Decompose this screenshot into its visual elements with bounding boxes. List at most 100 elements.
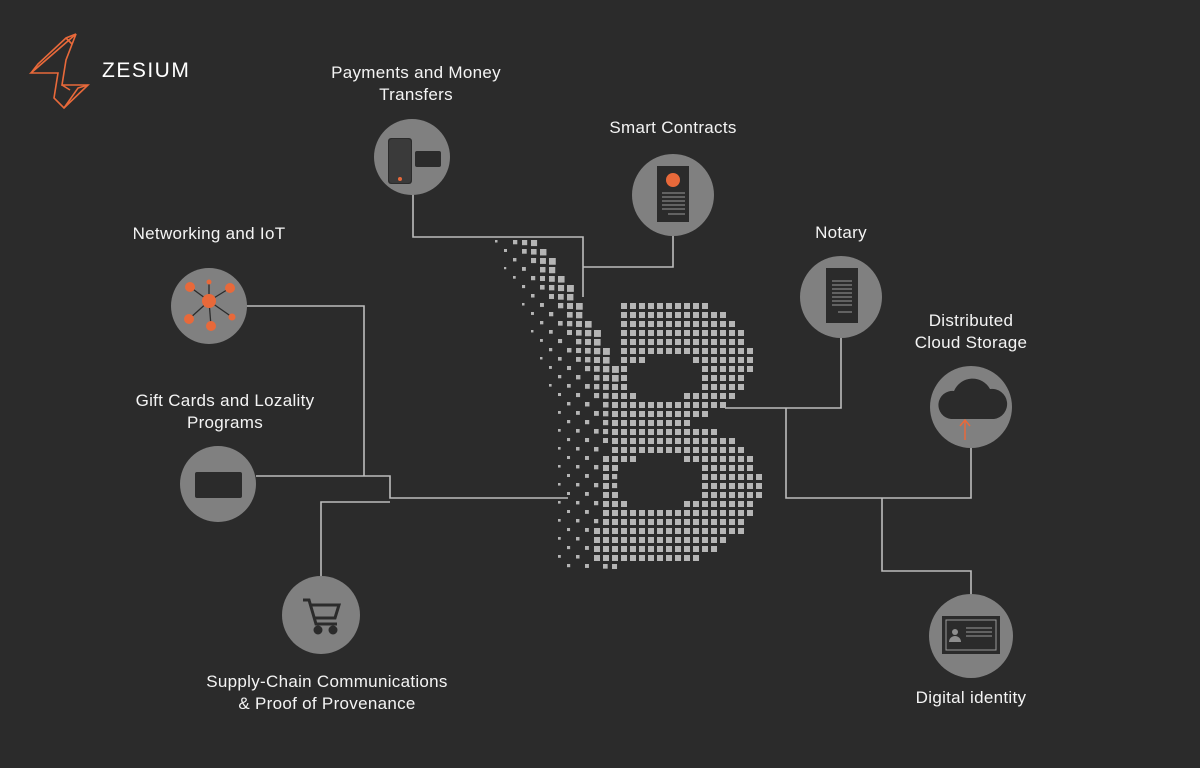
b-dot <box>585 564 589 568</box>
b-dot <box>684 411 690 417</box>
b-dot <box>639 555 645 561</box>
b-dot <box>666 303 672 309</box>
b-dot <box>630 348 636 354</box>
b-dot <box>702 375 708 381</box>
b-dot <box>612 474 618 480</box>
id-card-icon <box>942 616 1000 654</box>
b-dot <box>684 402 690 408</box>
shopping-cart-icon <box>303 598 342 635</box>
b-dot <box>522 303 525 306</box>
b-dot <box>657 546 663 552</box>
b-dot <box>648 411 654 417</box>
b-dot <box>549 366 552 369</box>
b-dot <box>648 438 654 444</box>
b-dot <box>630 402 636 408</box>
b-dot <box>657 402 663 408</box>
b-dot <box>549 294 554 299</box>
b-dot <box>720 402 726 408</box>
contract-document-icon <box>657 166 689 222</box>
b-dot <box>567 564 571 568</box>
b-dot <box>576 321 582 327</box>
b-dot <box>612 465 618 471</box>
b-dot <box>612 528 618 534</box>
b-dot <box>558 339 563 344</box>
b-dot <box>558 276 565 283</box>
brand-name: ZESIUM <box>102 59 191 82</box>
b-dot <box>729 474 735 480</box>
b-dot <box>549 267 556 274</box>
b-dot <box>612 564 618 570</box>
b-dot <box>666 411 672 417</box>
b-dot <box>612 447 618 453</box>
b-dot <box>666 528 672 534</box>
b-dot <box>612 429 618 435</box>
b-dot <box>558 321 563 326</box>
b-dot <box>612 375 619 382</box>
b-dot <box>648 348 654 354</box>
b-dot <box>639 312 645 318</box>
b-dot <box>576 447 580 451</box>
b-dot <box>720 357 726 363</box>
b-dot <box>621 519 627 525</box>
b-dot <box>666 348 672 354</box>
b-dot <box>702 411 708 417</box>
b-dot <box>639 447 645 453</box>
b-dot <box>711 438 717 444</box>
b-dot <box>540 285 545 290</box>
b-dot <box>711 384 717 390</box>
b-dot <box>711 465 717 471</box>
b-dot <box>603 411 609 417</box>
b-dot <box>693 519 699 525</box>
b-dot <box>594 375 600 381</box>
b-dot <box>594 537 600 543</box>
b-dot <box>495 240 498 243</box>
b-dot <box>567 546 571 550</box>
b-dot <box>621 366 627 372</box>
b-dot <box>729 528 735 534</box>
b-dot <box>621 375 627 381</box>
b-dot <box>729 339 735 345</box>
b-dot <box>531 294 535 298</box>
b-dot <box>657 339 663 345</box>
b-dot <box>738 510 744 516</box>
b-dot <box>603 510 609 516</box>
b-dot <box>585 366 591 372</box>
b-dot <box>621 339 627 345</box>
b-dot <box>522 285 526 289</box>
b-dot <box>612 438 618 444</box>
b-dot <box>576 330 582 336</box>
b-dot <box>729 465 735 471</box>
b-dot <box>702 447 708 453</box>
b-dot <box>702 519 708 525</box>
b-dot <box>522 249 527 254</box>
b-dot <box>630 510 636 516</box>
b-dot <box>720 456 726 462</box>
b-dot <box>675 321 681 327</box>
b-dot <box>657 528 663 534</box>
b-dot <box>594 357 601 364</box>
b-dot <box>567 312 573 318</box>
b-dot <box>684 447 690 453</box>
b-dot <box>702 474 708 480</box>
b-dot <box>603 420 609 426</box>
b-dot <box>648 402 654 408</box>
b-dot <box>612 420 618 426</box>
b-dot <box>603 366 610 373</box>
label-networking: Networking and IoT <box>132 224 286 243</box>
b-dot <box>684 348 690 354</box>
b-dot <box>720 528 726 534</box>
b-dot <box>747 492 753 498</box>
b-dot <box>567 366 572 371</box>
b-dot <box>684 429 690 435</box>
b-dot <box>549 330 553 334</box>
b-dot <box>648 447 654 453</box>
b-dot <box>630 429 636 435</box>
b-dot <box>594 465 599 470</box>
b-dot <box>657 303 663 309</box>
b-dot <box>711 510 717 516</box>
bitcoin-b-dotted-icon <box>495 240 762 570</box>
b-dot <box>711 519 717 525</box>
b-dot <box>603 483 609 489</box>
b-dot <box>729 501 735 507</box>
b-dot <box>558 465 561 468</box>
